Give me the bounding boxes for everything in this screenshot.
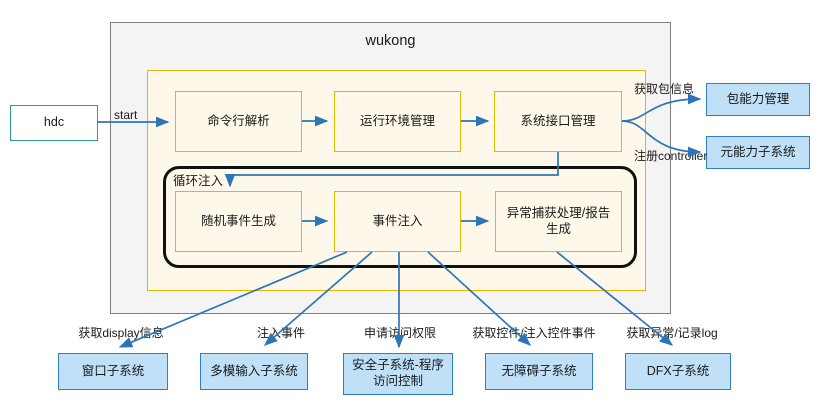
container-title: wukong (365, 33, 416, 49)
subsystem-box-security[interactable]: 安全子系统-程序访问控制 (343, 353, 453, 395)
subsystem-box-accessibility[interactable]: 无障碍子系统 (485, 353, 593, 390)
edge-label-inject-event: 注入事件 (256, 326, 306, 340)
module-box-exception-capture[interactable]: 异常捕获处理/报告生成 (495, 191, 622, 252)
subsystem-box-dfx[interactable]: DFX子系统 (625, 353, 731, 390)
loop-injection-label: 循环注入 (173, 174, 224, 188)
edge-label-get-bundle-info: 获取包信息 (634, 82, 695, 96)
module-box-command-parse[interactable]: 命令行解析 (175, 91, 302, 152)
module-box-event-injection[interactable]: 事件注入 (334, 191, 461, 252)
edge-label-register-controller: 注册controller (634, 149, 708, 163)
edge-label-request-permission: 申请访问权限 (363, 326, 437, 340)
subsystem-box-multimodal-input[interactable]: 多模输入子系统 (200, 353, 308, 390)
edge-label-get-inject-widget-event: 获取控件/注入控件事件 (472, 326, 596, 340)
subsystem-box-bundle-capability[interactable]: 包能力管理 (706, 83, 810, 116)
subsystem-box-window[interactable]: 窗口子系统 (58, 353, 168, 390)
edge-label-get-exception-log: 获取异常/记录log (626, 326, 718, 340)
edge-label-start: start (114, 108, 138, 122)
module-box-runtime-env[interactable]: 运行环境管理 (334, 91, 461, 152)
subsystem-box-ability[interactable]: 元能力子系统 (706, 136, 810, 169)
edge-label-get-display-info: 获取display信息 (78, 326, 164, 340)
external-hdc-box[interactable]: hdc (10, 105, 98, 141)
module-box-random-event-gen[interactable]: 随机事件生成 (175, 191, 302, 252)
module-box-system-interface[interactable]: 系统接口管理 (494, 91, 622, 152)
